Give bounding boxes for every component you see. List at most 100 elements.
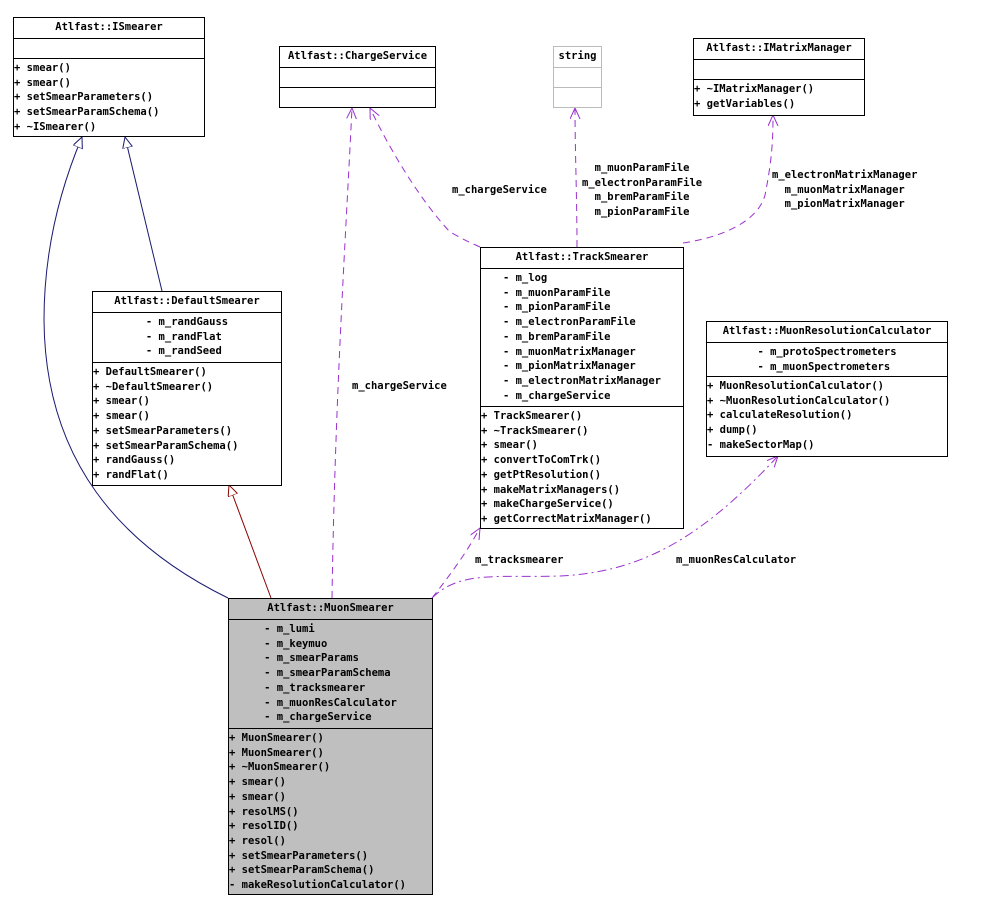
class-title[interactable]: string bbox=[558, 50, 597, 62]
class-title[interactable]: Atlfast::IMatrixManager bbox=[706, 42, 852, 54]
edge-muonsmearer-chargeservice bbox=[331, 108, 352, 599]
attributes-list: - m_log - m_muonParamFile - m_pionParamFil… bbox=[503, 271, 661, 403]
attributes-section bbox=[280, 67, 435, 87]
edge-label-track-string: m_muonParamFile m_electronParamFile m_br… bbox=[582, 162, 703, 219]
method-item: + ~IMatrixManager() bbox=[694, 83, 815, 95]
edge-tracksmearer-string bbox=[575, 108, 577, 248]
method-item: + smear() bbox=[229, 776, 286, 789]
method-item: + MuonSmearer() bbox=[229, 746, 324, 759]
attribute-item: - m_electronParamFile bbox=[502, 316, 636, 329]
attribute-item: - m_randSeed bbox=[145, 345, 222, 358]
class-title[interactable]: Atlfast::MuonResolutionCalculator bbox=[722, 325, 932, 337]
method-item: + randFlat() bbox=[93, 468, 169, 481]
attributes-section: - m_log - m_muonParamFile - m_pionParamFil… bbox=[481, 268, 683, 406]
method-item: + setSmearParameters() bbox=[14, 91, 154, 104]
attribute-item: - m_lumi bbox=[264, 623, 315, 635]
method-item: + setSmearParamSchema() bbox=[14, 106, 160, 119]
attributes-section: - m_lumi - m_keymuo - m_smearParams - m_sme… bbox=[229, 619, 432, 728]
methods-section: + MuonSmearer() + MuonSmearer() + ~MuonSme… bbox=[229, 728, 432, 894]
edge-tracksmearer-imatrixmanager bbox=[682, 115, 773, 244]
class-box-tracksmearer[interactable]: Atlfast::TrackSmearer- m_log- m_muonPara… bbox=[480, 247, 684, 529]
method-item: + makeMatrixManagers() bbox=[481, 483, 621, 496]
class-title[interactable]: Atlfast::TrackSmearer bbox=[515, 251, 649, 263]
method-item: + TrackSmearer() bbox=[481, 410, 583, 422]
attributes-list: - m_randGauss - m_randFlat - m_randSeed bbox=[146, 315, 228, 359]
method-item: - makeResolutionCalculator() bbox=[229, 879, 407, 892]
attribute-item: - m_muonSpectrometers bbox=[757, 360, 891, 373]
attribute-item: - m_chargeService bbox=[264, 711, 372, 724]
class-box-chargeservice[interactable]: Atlfast::ChargeService bbox=[279, 46, 436, 108]
class-box-muonsmearer[interactable]: Atlfast::MuonSmearer- m_lumi- m_keymuo- … bbox=[228, 598, 433, 895]
edge-tracksmearer-chargeservice bbox=[370, 108, 481, 248]
method-item: + convertToComTrk() bbox=[481, 454, 602, 467]
method-item: + MuonSmearer() bbox=[229, 732, 324, 744]
class-box-imatrixmanager[interactable]: Atlfast::IMatrixManager+ ~IMatrixManager… bbox=[693, 38, 865, 116]
method-item: + dump() bbox=[707, 424, 758, 437]
attributes-section bbox=[554, 67, 601, 87]
edge-label-muon-tracksmearer: m_tracksmearer bbox=[475, 554, 564, 566]
edge-label-muon-chargeservice: m_chargeService bbox=[352, 380, 447, 392]
attribute-item: - m_smearParams bbox=[264, 652, 359, 665]
method-item: + setSmearParameters() bbox=[93, 424, 233, 437]
attribute-item: - m_electronMatrixManager bbox=[502, 374, 662, 387]
attribute-item: - m_log bbox=[502, 272, 548, 284]
attribute-item: - m_pionParamFile bbox=[502, 301, 611, 314]
method-item: + DefaultSmearer() bbox=[93, 366, 207, 378]
attribute-item: - m_pionMatrixManager bbox=[502, 360, 636, 373]
attributes-section: - m_randGauss - m_randFlat - m_randSeed bbox=[93, 312, 281, 362]
attributes-section bbox=[694, 59, 864, 79]
class-title[interactable]: Atlfast::DefaultSmearer bbox=[114, 295, 260, 307]
method-item: + smear() bbox=[93, 410, 150, 423]
method-item: + setSmearParameters() bbox=[229, 849, 369, 862]
method-item: + setSmearParamSchema() bbox=[93, 439, 239, 452]
edge-muonsmearer-muonrescalc bbox=[431, 456, 778, 599]
method-item: + makeChargeService() bbox=[481, 498, 614, 511]
class-box-ismearer[interactable]: Atlfast::ISmearer+ smear()+ smear()+ set… bbox=[13, 17, 205, 137]
method-item: + resolMS() bbox=[229, 805, 299, 818]
method-item: + smear() bbox=[229, 790, 286, 803]
attribute-item: - m_protoSpectrometers bbox=[757, 346, 897, 358]
attribute-item: - m_randGauss bbox=[145, 316, 229, 328]
attributes-section: - m_protoSpectrometers - m_muonSpectromet… bbox=[707, 342, 947, 376]
class-title[interactable]: Atlfast::MuonSmearer bbox=[267, 602, 394, 614]
method-item: + calculateResolution() bbox=[707, 409, 853, 422]
method-item: - makeSectorMap() bbox=[707, 438, 815, 451]
class-box-muonrescalc[interactable]: Atlfast::MuonResolutionCalculator- m_pro… bbox=[706, 321, 948, 457]
class-box-defaultsmearer[interactable]: Atlfast::DefaultSmearer- m_randGauss- m_… bbox=[92, 291, 282, 486]
edge-label-track-chargeservice: m_chargeService bbox=[452, 184, 547, 196]
class-title[interactable]: Atlfast::ChargeService bbox=[287, 50, 428, 62]
method-item: + getCorrectMatrixManager() bbox=[481, 512, 652, 525]
method-item: + ~TrackSmearer() bbox=[481, 424, 589, 437]
attribute-item: - m_smearParamSchema bbox=[264, 667, 391, 680]
attributes-section bbox=[14, 38, 204, 58]
edge-defaultsmearer-ismearer bbox=[125, 137, 163, 292]
method-item: + smear() bbox=[481, 439, 538, 452]
attribute-item: - m_muonParamFile bbox=[502, 286, 611, 299]
method-item: + smear() bbox=[14, 76, 71, 89]
method-item: + ~MuonSmearer() bbox=[229, 761, 331, 774]
method-item: + ~ISmearer() bbox=[14, 120, 97, 133]
methods-section: + ~IMatrixManager() + getVariables() bbox=[694, 79, 864, 115]
attributes-list: - m_lumi - m_keymuo - m_smearParams - m_sme… bbox=[264, 622, 397, 725]
methods-section: + MuonResolutionCalculator()+ ~MuonResol… bbox=[707, 376, 947, 456]
edge-label-muon-rescalc: m_muonResCalculator bbox=[676, 554, 797, 566]
methods-section bbox=[554, 87, 601, 107]
method-item: + ~DefaultSmearer() bbox=[93, 380, 214, 393]
method-item: + getVariables() bbox=[694, 97, 796, 110]
attribute-item: - m_tracksmearer bbox=[264, 681, 366, 694]
class-box-string[interactable]: string bbox=[553, 46, 602, 108]
method-item: + MuonResolutionCalculator() bbox=[707, 380, 885, 392]
edge-label-track-matrix: m_electronMatrixManager m_muonMatrixMana… bbox=[772, 169, 918, 211]
methods-section: + DefaultSmearer() + ~DefaultSmearer() + s… bbox=[93, 362, 281, 485]
method-item: + getPtResolution() bbox=[481, 468, 602, 481]
edge-muonsmearer-tracksmearer bbox=[431, 528, 480, 599]
class-title[interactable]: Atlfast::ISmearer bbox=[55, 21, 163, 33]
attribute-item: - m_randFlat bbox=[145, 330, 222, 343]
attribute-item: - m_keymuo bbox=[264, 637, 328, 650]
attribute-item: - m_muonMatrixManager bbox=[502, 345, 636, 358]
attribute-item: - m_chargeService bbox=[502, 389, 611, 402]
edge-muonsmearer-ismearer bbox=[43, 137, 229, 599]
methods-section bbox=[280, 87, 435, 107]
